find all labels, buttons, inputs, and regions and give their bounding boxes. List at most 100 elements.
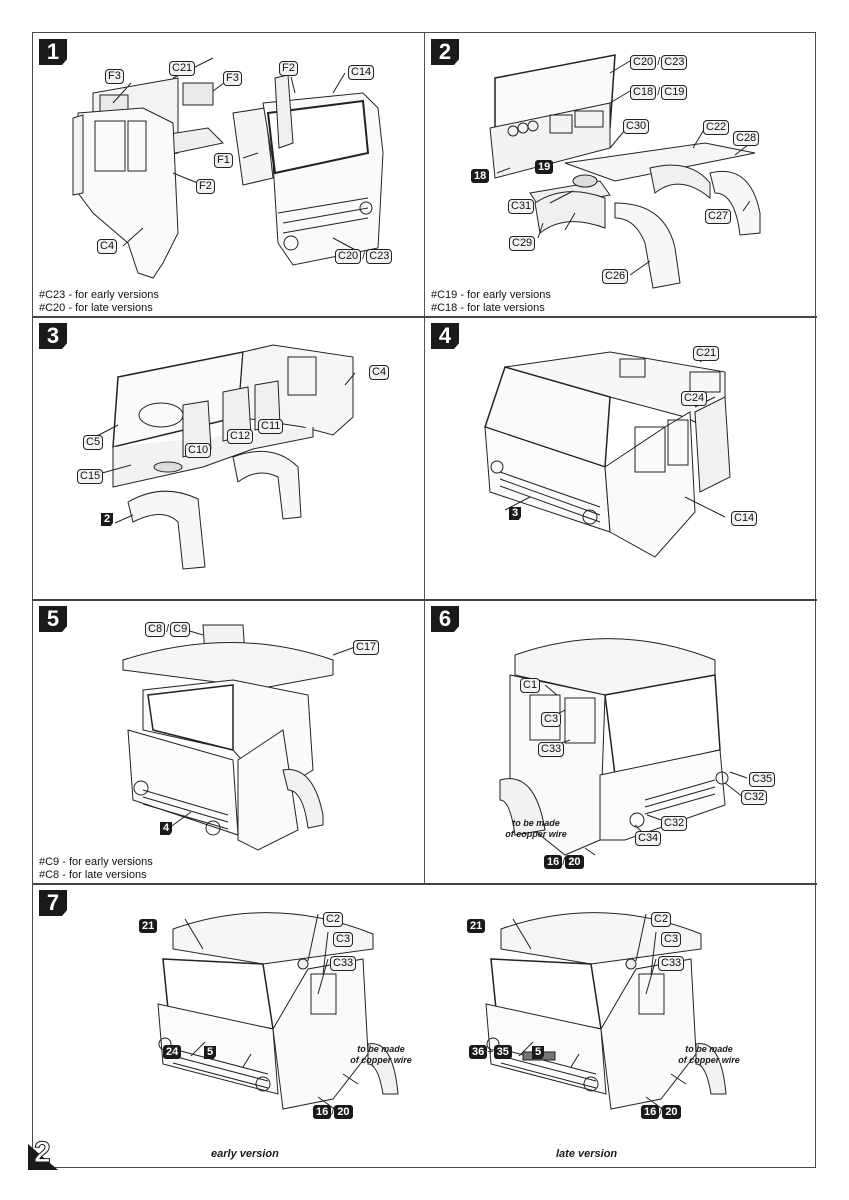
part-label: C22: [703, 120, 730, 135]
step-number-badge: 1: [39, 39, 67, 65]
step-2-panel: 2 C20/C23: [425, 33, 817, 316]
sprue-part-ref: 19: [535, 160, 554, 174]
part-label: C21: [169, 61, 196, 76]
part-label: C14: [731, 511, 758, 526]
step-1-panel: 1: [33, 33, 424, 316]
part-label: C3: [333, 932, 354, 947]
sprue-part-ref: 21: [467, 919, 486, 933]
part-label: C27: [705, 209, 732, 224]
step-1-diagram-cab-left-door-and-front-panel: [72, 57, 384, 279]
sprue-part-ref: 24: [163, 1045, 182, 1059]
part-label: C4: [369, 365, 390, 380]
version-note: #C23 - for early versions: [39, 289, 159, 301]
step-reference: 2: [101, 513, 114, 526]
step-6-diagram-mirrors-and-lights: [499, 638, 748, 856]
step-2-diagram-dashboard-and-floor: [489, 54, 761, 289]
sprue-part-ref: 36: [469, 1045, 488, 1059]
page-number: 2: [28, 1136, 62, 1172]
step-reference: 3: [509, 507, 522, 520]
sprue-part-ref-alternative: 16/20: [641, 1105, 681, 1119]
part-label: C17: [353, 640, 380, 655]
divider-row-1: [33, 316, 817, 318]
variant-caption: early version: [211, 1148, 279, 1160]
part-label: C15: [77, 469, 104, 484]
divider-row-2: [33, 599, 817, 601]
sprue-part-ref: 16: [313, 1105, 332, 1119]
version-note: #C19 - for early versions: [431, 289, 551, 301]
version-note: #C8 - for late versions: [39, 869, 147, 881]
part-label: F2: [196, 179, 215, 194]
sprue-part-ref-alternative: 16/20: [544, 855, 584, 869]
part-label: C5: [83, 435, 104, 450]
sprue-part-ref: 20: [565, 855, 584, 869]
part-label: C21: [693, 346, 720, 361]
part-label: C35: [749, 772, 776, 787]
part-label-alternative: C20/C23: [335, 249, 393, 264]
step-reference: 5: [204, 1046, 217, 1059]
step-number-badge: 6: [431, 606, 459, 632]
part-label: C11: [258, 419, 284, 434]
part-label: C31: [508, 199, 535, 214]
part-label: C9: [170, 622, 191, 637]
part-label: C24: [681, 391, 708, 406]
instruction-sheet: 1: [32, 32, 817, 1169]
step-reference: 4: [160, 822, 173, 835]
part-label: C32: [661, 816, 688, 831]
part-label: C1: [520, 678, 541, 693]
sprue-part-ref: 16: [641, 1105, 660, 1119]
late-version-cab-diagram: [485, 912, 727, 1110]
part-label: C14: [348, 65, 375, 80]
version-note: #C20 - for late versions: [39, 302, 153, 314]
step-4-diagram-cab-assembly: [484, 346, 731, 558]
sprue-part-ref: 18: [471, 169, 490, 183]
part-label: C30: [623, 119, 650, 134]
step-number-badge: 4: [431, 323, 459, 349]
step-number-badge: 3: [39, 323, 67, 349]
part-label: C26: [602, 269, 629, 284]
part-label: C18: [630, 85, 657, 100]
sprue-part-ref: 16: [544, 855, 563, 869]
step-number-badge: 2: [431, 39, 459, 65]
part-label: C23: [661, 55, 688, 70]
step-4-panel: 4 C21 C24 C14 3: [425, 317, 817, 599]
sprue-part-ref: 20: [334, 1105, 353, 1119]
sprue-part-ref-combination: 36+35: [469, 1045, 512, 1059]
part-label: F3: [223, 71, 242, 86]
part-label: C29: [509, 236, 536, 251]
step-5-diagram-roof-installation: [122, 624, 356, 851]
step-number-badge: 5: [39, 606, 67, 632]
step-3-panel: 3 C4 C5 C10 C12 C11 C15 2: [33, 317, 424, 599]
part-label: F1: [214, 153, 233, 168]
step-reference: 5: [532, 1046, 545, 1059]
part-label: C20: [630, 55, 657, 70]
part-label: C34: [635, 831, 662, 846]
sprue-part-ref: 21: [139, 919, 158, 933]
part-label-alternative: C18/C19: [630, 85, 688, 100]
part-label-alternative: C8/C9: [145, 622, 191, 637]
part-label-alternative: C20/C23: [630, 55, 688, 70]
part-label: C8: [145, 622, 166, 637]
step-5-panel: 5 C8/C9 C17 4 #C9 - for early versions #…: [33, 600, 424, 883]
copper-wire-annotation: to be made of copper wire: [678, 1044, 740, 1065]
copper-wire-annotation: to be made of copper wire: [350, 1044, 412, 1065]
step-6-panel: 6 C1 C3 C33 C35 C32 C32 C34: [425, 600, 817, 883]
sprue-part-ref: 20: [662, 1105, 681, 1119]
version-note: #C18 - for late versions: [431, 302, 545, 314]
early-version-cab-diagram: [157, 912, 399, 1110]
part-label: C33: [658, 956, 685, 971]
divider-row-3: [33, 883, 817, 885]
part-label: C19: [661, 85, 688, 100]
part-label: C10: [185, 443, 212, 458]
part-label: C2: [651, 912, 672, 927]
step-number-badge: 7: [39, 890, 67, 916]
part-label: F2: [279, 61, 298, 76]
part-label: C28: [733, 131, 760, 146]
part-label: C33: [538, 742, 565, 757]
part-label: C2: [323, 912, 344, 927]
late-version-variant: C2 C3 C33 21 36+35 5 to be made of coppe…: [461, 884, 781, 1169]
divider-vertical: [424, 33, 425, 884]
part-label: C23: [366, 249, 393, 264]
part-label: C32: [741, 790, 768, 805]
part-label: F3: [105, 69, 124, 84]
version-note: #C9 - for early versions: [39, 856, 153, 868]
